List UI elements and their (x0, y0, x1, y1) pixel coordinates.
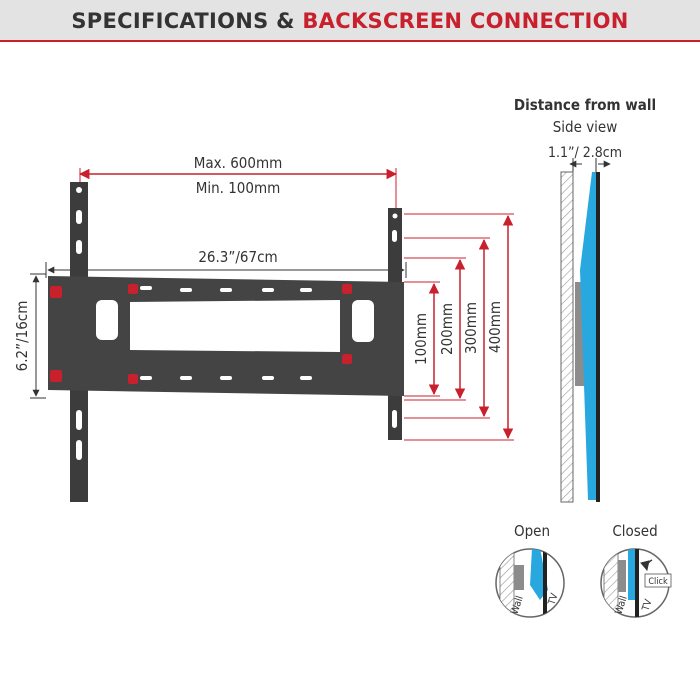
wall-bracket (48, 182, 404, 502)
lock-closed-detail: Closed Click Wall TV (600, 522, 672, 618)
vesa-200-label: 200mm (438, 303, 456, 355)
closed-label: Closed (612, 522, 657, 540)
click-badge (644, 573, 672, 588)
side-view-subtitle: Side view (553, 118, 618, 136)
bracket-width-label: 26.3”/67cm (198, 248, 277, 266)
bracket-height-label: 6.2”/16cm (13, 301, 31, 372)
lock-open-detail: Open Wall TV (495, 522, 565, 618)
vesa-400-label: 400mm (486, 301, 504, 353)
open-tv-label: TV (546, 591, 561, 607)
max-width-label: Max. 600mm (194, 154, 283, 172)
header-title-part2: BACKSCREEN CONNECTION (302, 9, 629, 33)
side-view-title: Distance from wall (514, 96, 656, 114)
closed-tv-label: TV (640, 597, 655, 613)
open-label: Open (514, 522, 550, 540)
header-title-part1: SPECIFICATIONS & (71, 9, 303, 33)
wall-distance-label: 1.1”/ 2.8cm (548, 145, 622, 161)
vesa-300-label: 300mm (462, 302, 480, 354)
side-view: Distance from wall Side view 1.1”/ 2.8cm (514, 96, 656, 503)
vesa-height-dimensions (404, 213, 514, 441)
header-bar: SPECIFICATIONS & BACKSCREEN CONNECTION (0, 0, 700, 42)
bracket-width-dimension: 26.3”/67cm (45, 248, 407, 278)
wall-section (560, 171, 574, 503)
bracket-height-dimension: 6.2”/16cm (13, 273, 46, 399)
tv-screen (596, 172, 600, 502)
bracket-side (575, 282, 585, 386)
vesa-100-label: 100mm (412, 313, 430, 365)
tv-back-panel (580, 172, 598, 500)
min-width-label: Min. 100mm (196, 179, 281, 197)
click-label: Click (648, 577, 668, 587)
width-dimension: Max. 600mm Min. 100mm (78, 154, 398, 210)
